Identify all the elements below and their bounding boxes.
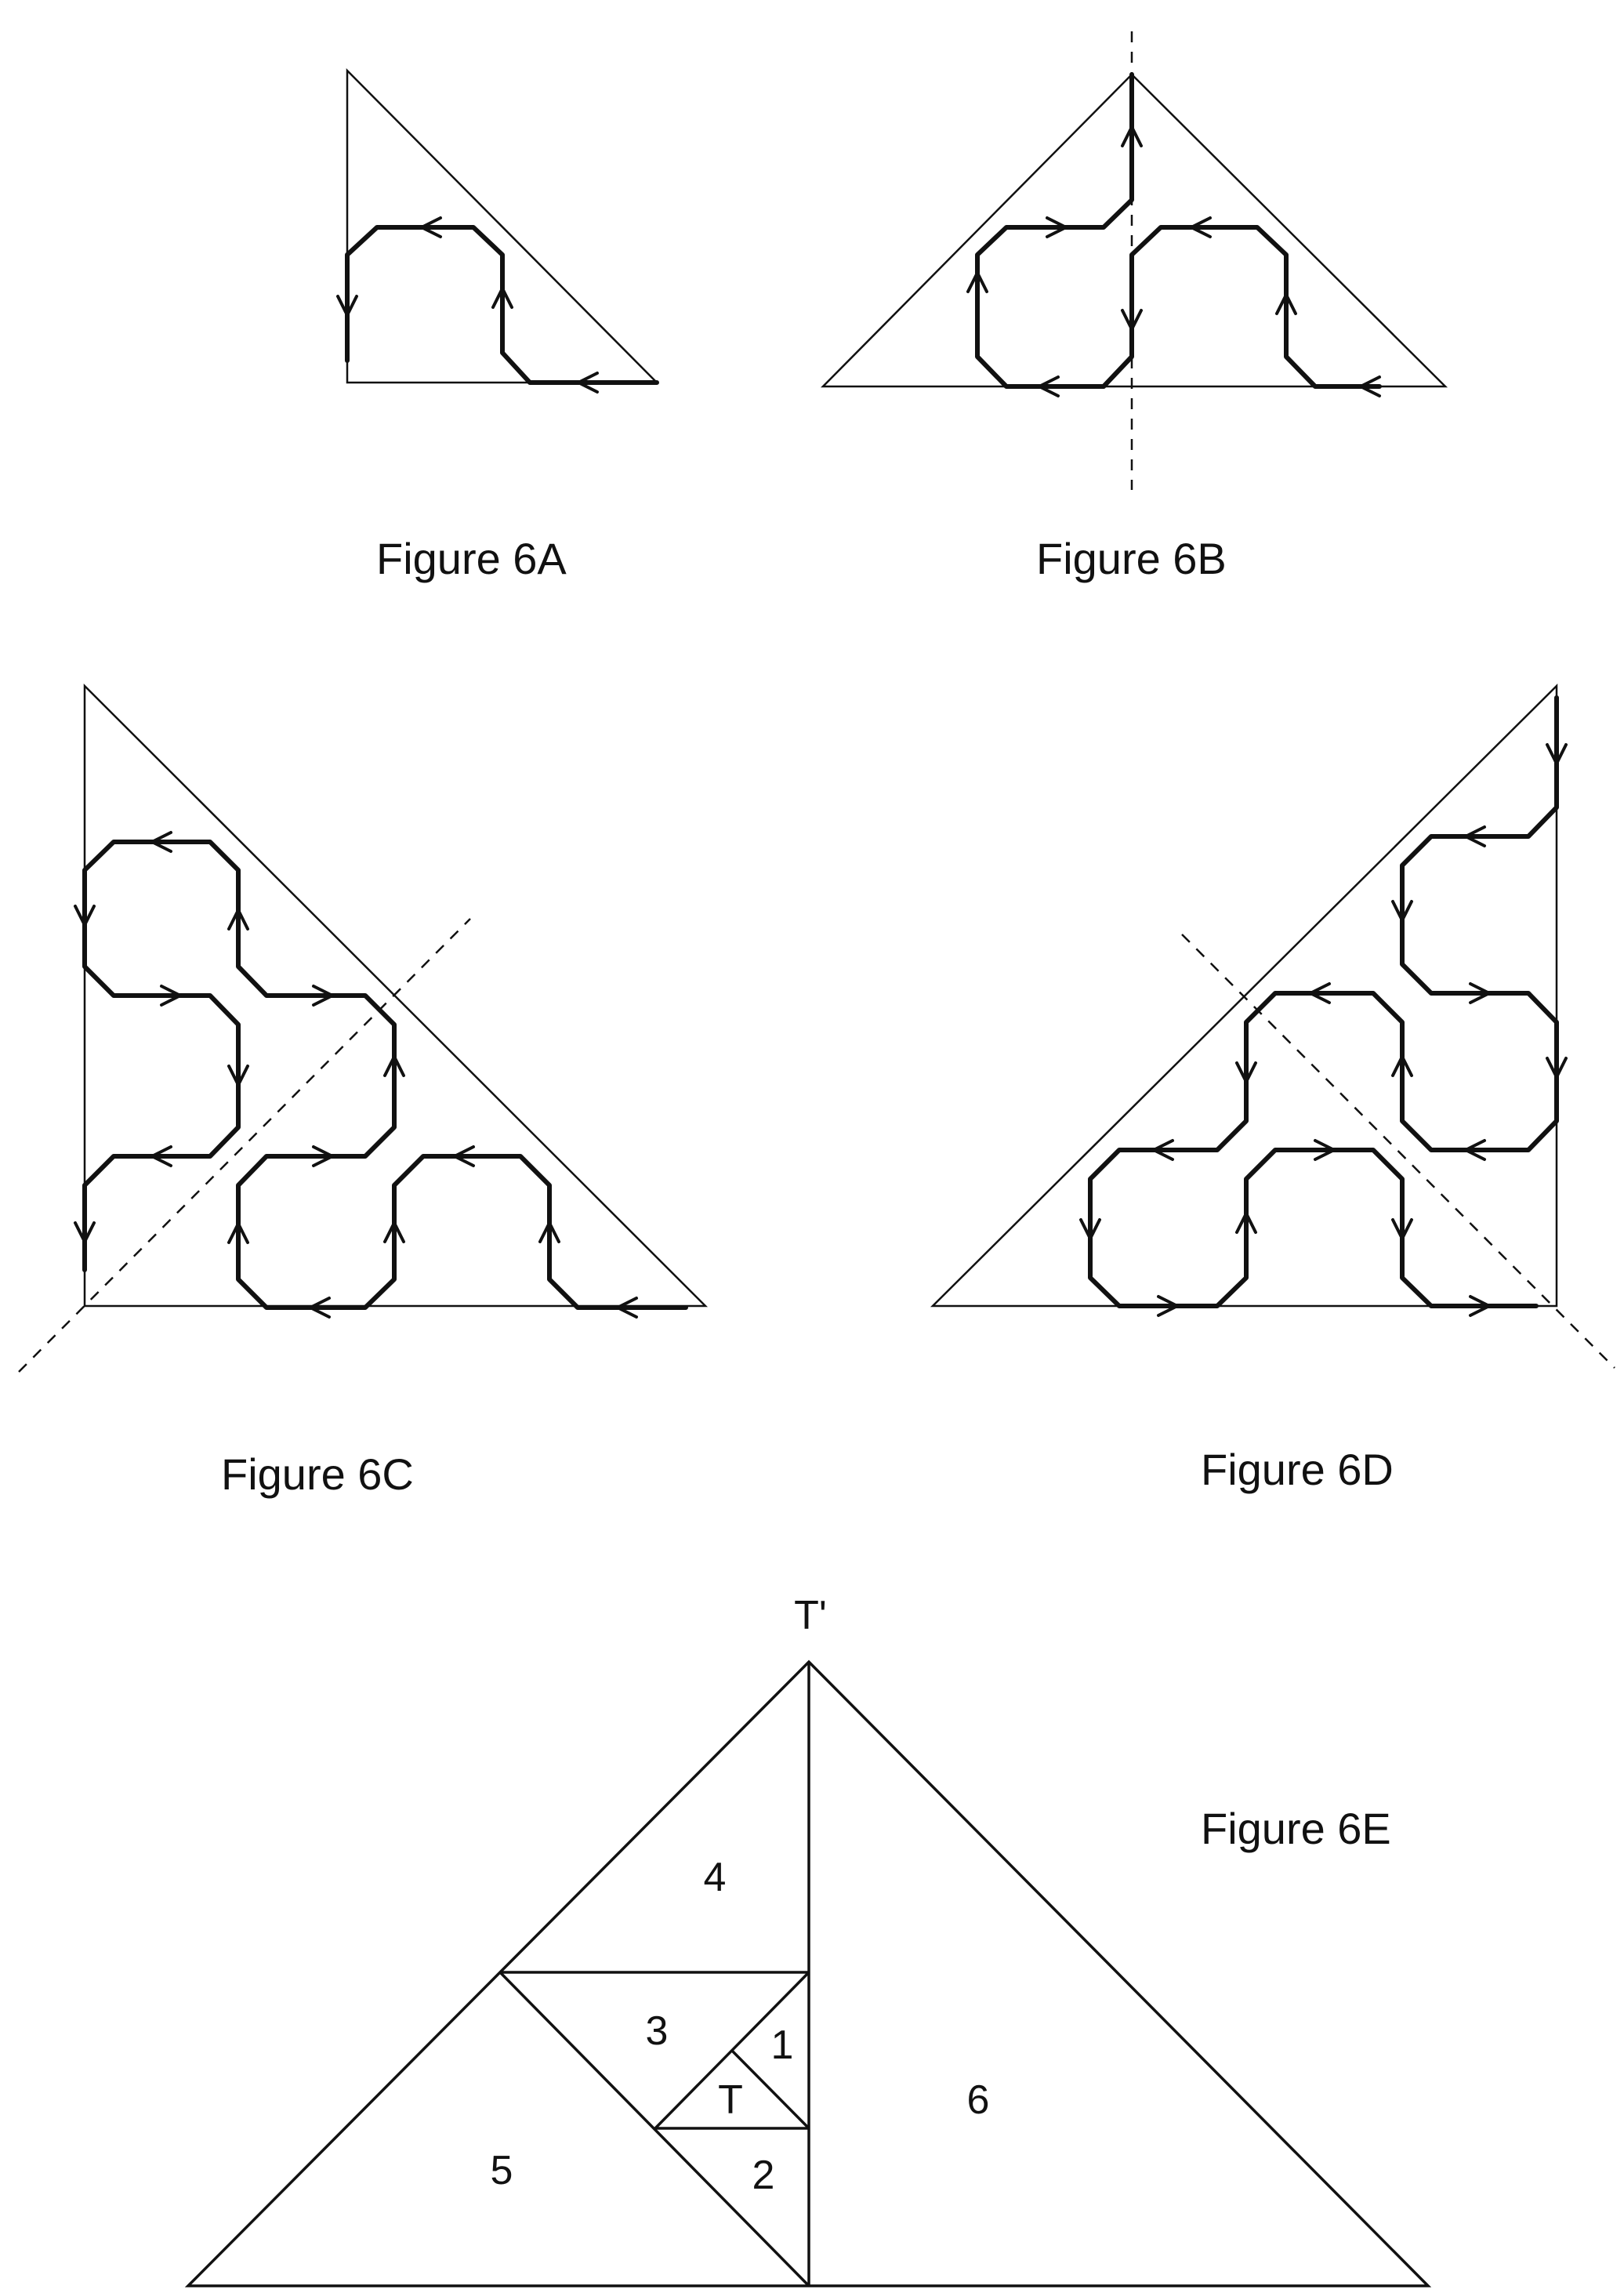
arrow-left-icon	[1462, 825, 1486, 847]
figure-6c: Figure 6C	[18, 683, 709, 1499]
figure-6b-path	[975, 72, 1382, 389]
arrow-right-icon	[1157, 1295, 1181, 1317]
figure-6e-apex-label: T'	[794, 1593, 827, 1638]
arrow-down-icon	[1546, 743, 1568, 767]
figure-6c-dashed-diagonal	[18, 918, 471, 1373]
arrow-right-icon	[1314, 1139, 1338, 1161]
figure-6d: Figure 6D	[930, 683, 1615, 1494]
arrow-right-icon	[1469, 1295, 1493, 1317]
figure-6e-region-4: 4	[704, 1855, 727, 1900]
arrow-down-icon	[1079, 1218, 1101, 1242]
arrow-right-icon	[160, 985, 184, 1007]
arrow-left-icon	[451, 1145, 475, 1167]
figure-6d-dashed-diagonal	[1181, 934, 1615, 1369]
figure-6e: T' 4 3 1 T 2 5 6 Figure 6E	[184, 1593, 1432, 2287]
figure-6a-arrows	[336, 216, 599, 394]
figure-6d-path	[1088, 695, 1559, 1308]
arrow-up-icon	[1235, 1210, 1257, 1234]
arrow-left-icon	[1357, 375, 1381, 397]
figure-6e-region-5: 5	[491, 2148, 513, 2193]
figure-6b: Figure 6B	[821, 31, 1448, 583]
figure-6a-triangle	[346, 67, 660, 384]
figure-6e-region-t: T	[718, 2077, 743, 2123]
arrow-left-icon	[1462, 1139, 1486, 1161]
arrow-down-icon	[1235, 1061, 1257, 1086]
arrow-up-icon	[491, 285, 513, 309]
arrow-down-icon	[74, 1221, 96, 1246]
arrow-up-icon	[227, 1220, 249, 1244]
arrow-down-icon	[227, 1065, 249, 1089]
figure-6c-triangle	[83, 683, 709, 1308]
arrow-left-icon	[1187, 216, 1212, 238]
arrow-right-icon	[1469, 982, 1493, 1004]
arrow-left-icon	[575, 372, 599, 394]
arrow-left-icon	[148, 831, 172, 853]
arrow-left-icon	[614, 1297, 638, 1319]
arrow-up-icon	[1121, 123, 1143, 147]
arrow-left-icon	[306, 1297, 331, 1319]
figure-6e-inner-diagonal	[654, 1971, 810, 2130]
arrow-left-icon	[1035, 375, 1060, 397]
arrow-down-icon	[336, 295, 358, 319]
arrow-right-icon	[312, 1145, 336, 1167]
arrow-down-icon	[1391, 900, 1413, 924]
arrow-up-icon	[1391, 1053, 1413, 1077]
arrow-right-icon	[312, 985, 336, 1007]
figure-6a: Figure 6A	[336, 67, 660, 583]
figure-6c-arrows	[74, 831, 638, 1319]
arrow-left-icon	[418, 216, 442, 238]
arrow-left-icon	[1150, 1139, 1174, 1161]
figure-6a-path	[345, 225, 659, 385]
arrow-up-icon	[1275, 291, 1297, 315]
figure-6e-region-1: 1	[771, 2022, 794, 2068]
arrow-left-icon	[1307, 982, 1331, 1004]
figure-6e-small-diagonal	[730, 2049, 810, 2130]
arrow-down-icon	[1391, 1218, 1413, 1242]
figure-6a-caption: Figure 6A	[376, 534, 567, 583]
figure-6c-path	[82, 840, 688, 1310]
figure-6e-caption: Figure 6E	[1201, 1804, 1391, 1853]
arrow-down-icon	[1121, 309, 1143, 333]
figure-6e-diagonal-divider	[498, 1971, 810, 2287]
figure-6e-region-6: 6	[967, 2077, 990, 2123]
arrow-down-icon	[1546, 1057, 1568, 1081]
figure-6b-caption: Figure 6B	[1036, 534, 1227, 583]
figure-6c-caption: Figure 6C	[221, 1449, 414, 1499]
arrow-up-icon	[966, 269, 988, 293]
arrow-up-icon	[383, 1053, 405, 1077]
arrow-up-icon	[227, 906, 249, 930]
figure-6b-triangle	[821, 73, 1448, 388]
arrow-up-icon	[383, 1219, 405, 1243]
figure-6d-arrows	[1079, 743, 1568, 1317]
arrow-right-icon	[1046, 216, 1070, 238]
arrow-down-icon	[74, 905, 96, 929]
arrow-left-icon	[148, 1145, 172, 1167]
figure-6e-region-2: 2	[752, 2153, 775, 2198]
arrow-up-icon	[538, 1219, 560, 1243]
figure-6e-region-3: 3	[646, 2008, 669, 2054]
figure-6b-arrows	[966, 123, 1381, 397]
figure-6d-caption: Figure 6D	[1201, 1445, 1394, 1494]
